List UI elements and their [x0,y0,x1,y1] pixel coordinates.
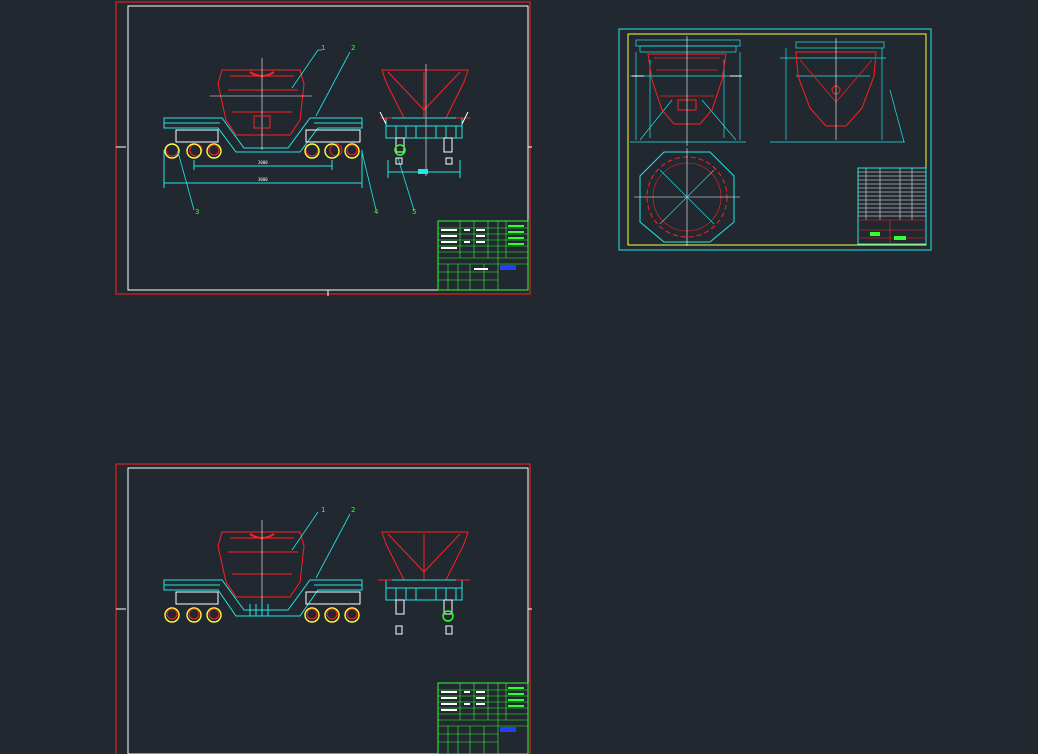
railcar-side-view: 2000 3000 [163,49,415,211]
ladle-front-view [630,36,746,146]
dim-text: 2000 [258,160,268,165]
sheet-right[interactable] [618,28,932,251]
sheet-bottom-left[interactable]: 1 2 [115,463,532,754]
title-block [437,220,529,291]
callout-4: 4 [374,208,379,216]
sheet-top-left[interactable]: 2000 3000 1 2 3 4 5 [115,1,532,296]
callout-1: 1 [321,506,325,514]
callout-2: 2 [351,506,355,514]
callout-labels: 1 2 3 4 5 [195,44,416,216]
callout-labels-2: 1 2 [321,506,355,514]
callout-5: 5 [412,208,416,216]
dim-text: 3000 [258,177,268,182]
railcar-end-view [379,64,470,178]
title-block-2 [437,682,529,754]
callout-2: 2 [351,44,355,52]
ladle-side-view [770,38,905,143]
callout-1: 1 [321,44,325,52]
callout-3: 3 [195,208,199,216]
railcar-end-view-2 [378,531,470,635]
parts-list-table [857,167,927,245]
ladle-plan-view [634,148,740,246]
railcar-side-view-2 [163,511,363,623]
